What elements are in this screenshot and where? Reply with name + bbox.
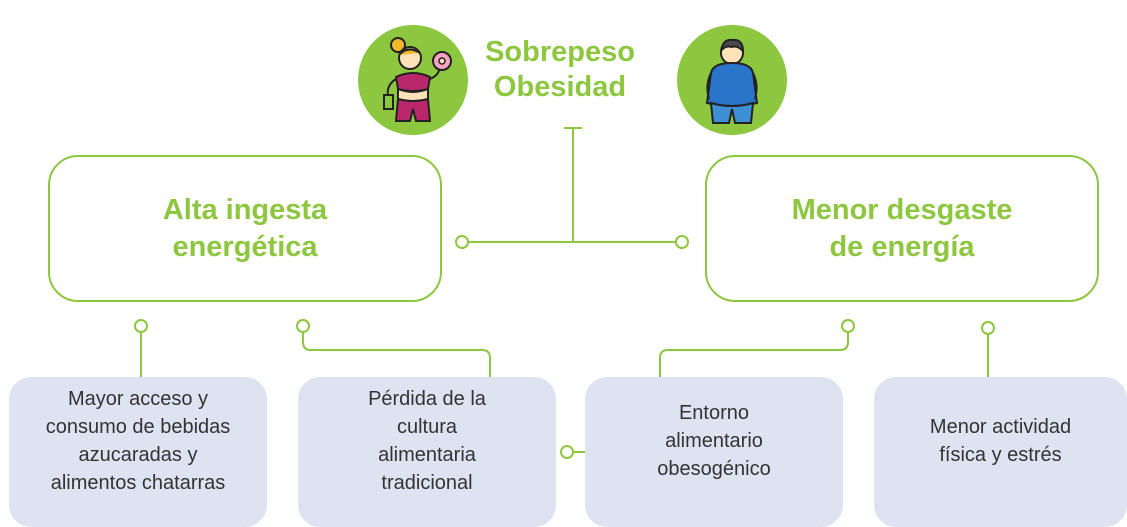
factor-3-line-3: obesogénico — [657, 458, 771, 480]
cause-box-low-energy-expenditure: Menor desgaste de energía — [705, 155, 1099, 302]
factor-2-line-3: alimentaria — [378, 444, 476, 466]
factor-3-connector-dot — [841, 319, 855, 333]
factor-4-line-1: Menor actividad — [929, 416, 1072, 438]
factor-2-line-4: tradicional — [381, 472, 473, 494]
cause-connector-left-dot — [455, 235, 469, 249]
factor-1-line-2: consumo de bebidas — [45, 416, 231, 438]
factor-1-line-3: azucaradas y — [78, 444, 198, 466]
cause-box-high-energy-intake: Alta ingesta energética — [48, 155, 442, 302]
cause-2-line-1: Menor desgaste — [791, 193, 1013, 226]
factor-3-line-2: alimentario — [665, 430, 763, 452]
factor-3-line-1: Entorno — [678, 402, 750, 424]
factor-box-food-culture-loss: Pérdida de la cultura alimentaria tradic… — [298, 377, 556, 527]
factor-1-connector-dot — [134, 319, 148, 333]
factor-box-obesogenic-environment: Entorno alimentario obesogénico — [585, 377, 843, 527]
factor-3-side-dot — [560, 445, 574, 459]
cause-2-line-2: de energía — [829, 230, 975, 263]
factor-2-line-2: cultura — [396, 416, 458, 438]
factor-1-line-1: Mayor acceso y — [67, 388, 209, 410]
factor-1-line-4: alimentos chatarras — [50, 472, 226, 494]
overweight-man-icon — [677, 25, 787, 135]
cause-connector-right-dot — [675, 235, 689, 249]
factor-4-line-2: física y estrés — [939, 444, 1062, 466]
factor-box-low-activity-stress: Menor actividad física y estrés — [874, 377, 1127, 527]
factor-2-connector-dot — [296, 319, 310, 333]
woman-eating-donut-icon — [358, 25, 468, 135]
factor-2-connector-line — [302, 332, 491, 377]
title-line-1: Sobrepeso — [485, 36, 635, 68]
cause-1-line-2: energética — [172, 230, 318, 263]
factor-4-connector-dot — [981, 321, 995, 335]
factor-3-connector-line — [659, 332, 849, 377]
factor-2-line-1: Pérdida de la — [368, 388, 486, 410]
factor-box-sugary-drinks: Mayor acceso y consumo de bebidas azucar… — [9, 377, 267, 527]
diagram-title: Sobrepeso Obesidad — [475, 35, 645, 105]
title-line-2: Obesidad — [493, 71, 627, 103]
cause-1-line-1: Alta ingesta — [162, 193, 328, 226]
